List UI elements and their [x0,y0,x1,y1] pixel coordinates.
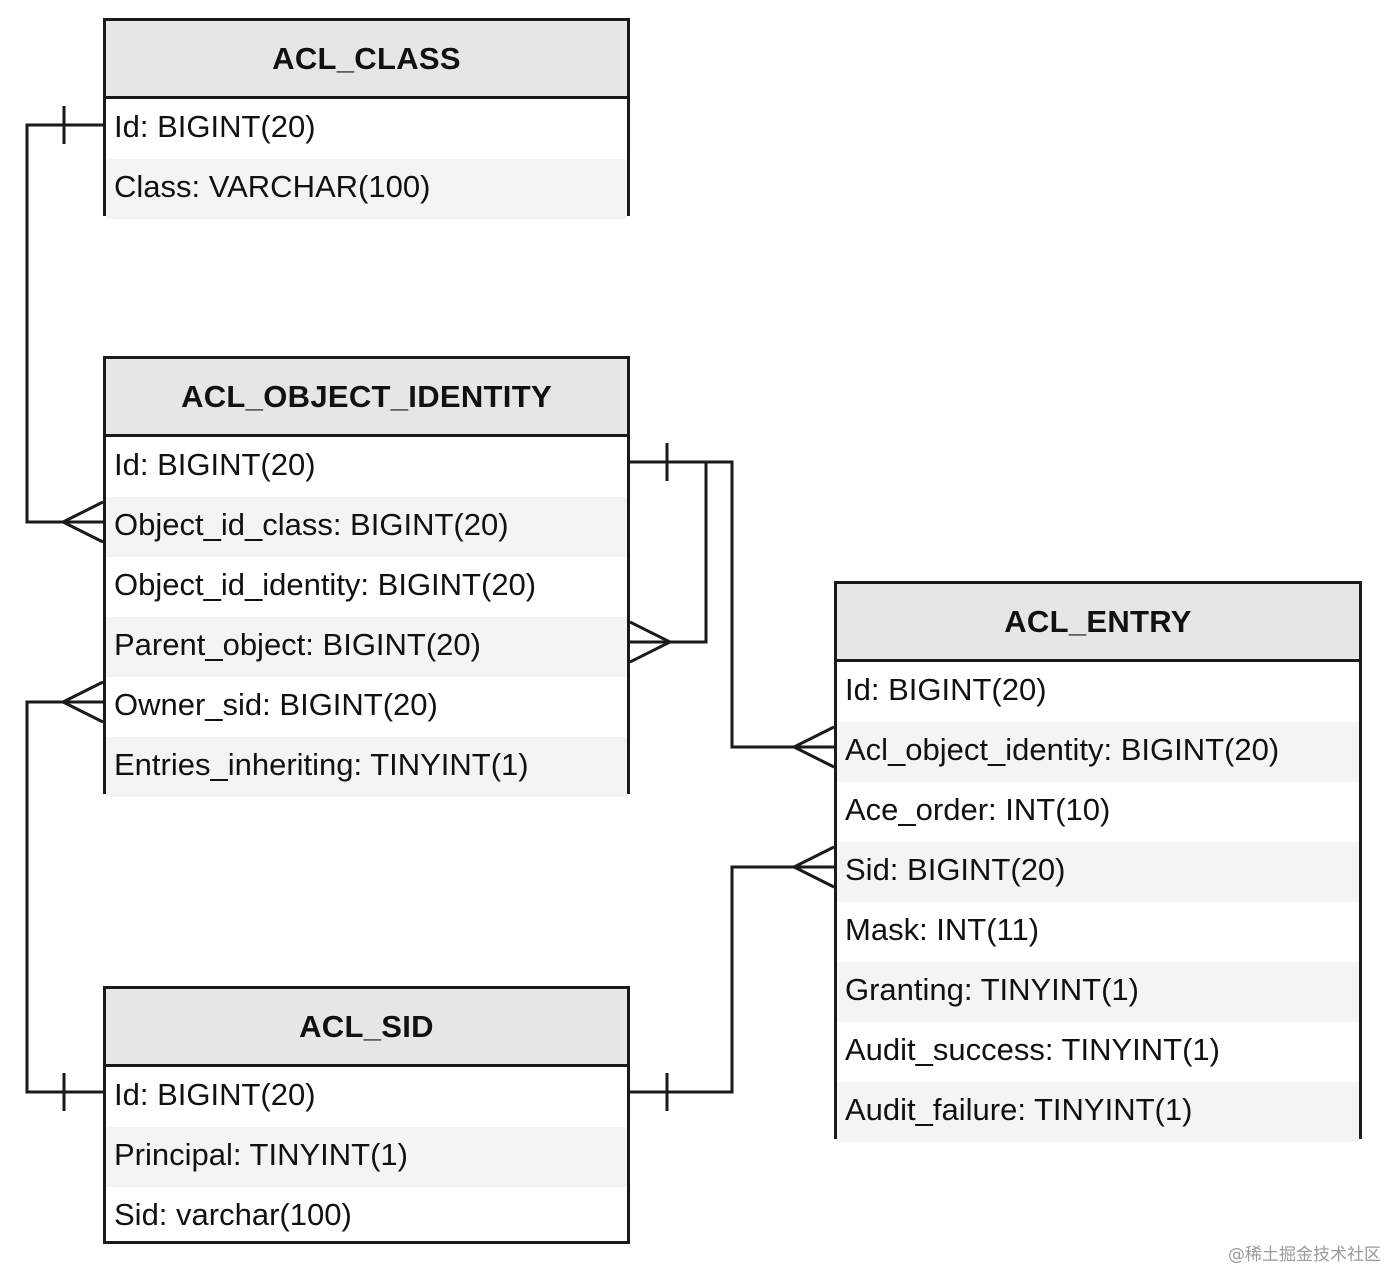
connector-class-to-object-id-class [25,106,104,544]
connector-sid-to-entry-sid [630,845,835,1111]
field-row: Parent_object: BIGINT(20) [106,617,627,677]
field-row: Acl_object_identity: BIGINT(20) [837,722,1359,782]
field-row: Audit_success: TINYINT(1) [845,1032,1220,1067]
field-row: Ace_order: INT(10) [845,792,1111,827]
entity-title: ACL_OBJECT_IDENTITY [106,359,627,437]
entity-title: ACL_CLASS [106,21,627,99]
field-row: Mask: INT(11) [845,912,1040,947]
watermark: @稀土掘金技术社区 [1228,1245,1381,1265]
field-row: Principal: TINYINT(1) [106,1127,627,1187]
entity-acl-class: ACL_CLASS Id: BIGINT(20) Class: VARCHAR(… [103,18,630,219]
field-row: Id: BIGINT(20) [114,109,316,144]
field-row: Sid: varchar(100) [114,1197,352,1232]
entity-acl-object-identity: ACL_OBJECT_IDENTITY Id: BIGINT(20) Objec… [103,356,630,797]
field-row: Object_id_identity: BIGINT(20) [114,567,537,602]
field-row: Sid: BIGINT(20) [837,842,1359,902]
field-row: Id: BIGINT(20) [114,1077,316,1112]
connector-sid-to-owner-sid [25,680,104,1111]
field-row: Owner_sid: BIGINT(20) [114,687,438,722]
crows-foot-marker [59,680,104,724]
connector-object-id-to-parent-object [629,443,708,664]
entity-acl-entry: ACL_ENTRY Id: BIGINT(20) Acl_object_iden… [834,581,1362,1142]
field-row: Audit_failure: TINYINT(1) [837,1082,1359,1142]
crows-foot-marker [629,620,674,664]
connector-object-id-to-entry [706,460,835,769]
entity-acl-sid: ACL_SID Id: BIGINT(20) Principal: TINYIN… [103,986,630,1244]
entity-title: ACL_SID [106,989,627,1067]
field-row: Granting: TINYINT(1) [837,962,1359,1022]
crows-foot-marker [59,500,104,544]
field-row: Id: BIGINT(20) [845,672,1047,707]
field-row: Id: BIGINT(20) [114,447,316,482]
crows-foot-marker [790,845,835,889]
crows-foot-marker [790,725,835,769]
field-row: Entries_inheriting: TINYINT(1) [106,737,627,797]
entity-title: ACL_ENTRY [837,584,1359,662]
field-row: Class: VARCHAR(100) [106,159,627,219]
field-row: Object_id_class: BIGINT(20) [106,497,627,557]
